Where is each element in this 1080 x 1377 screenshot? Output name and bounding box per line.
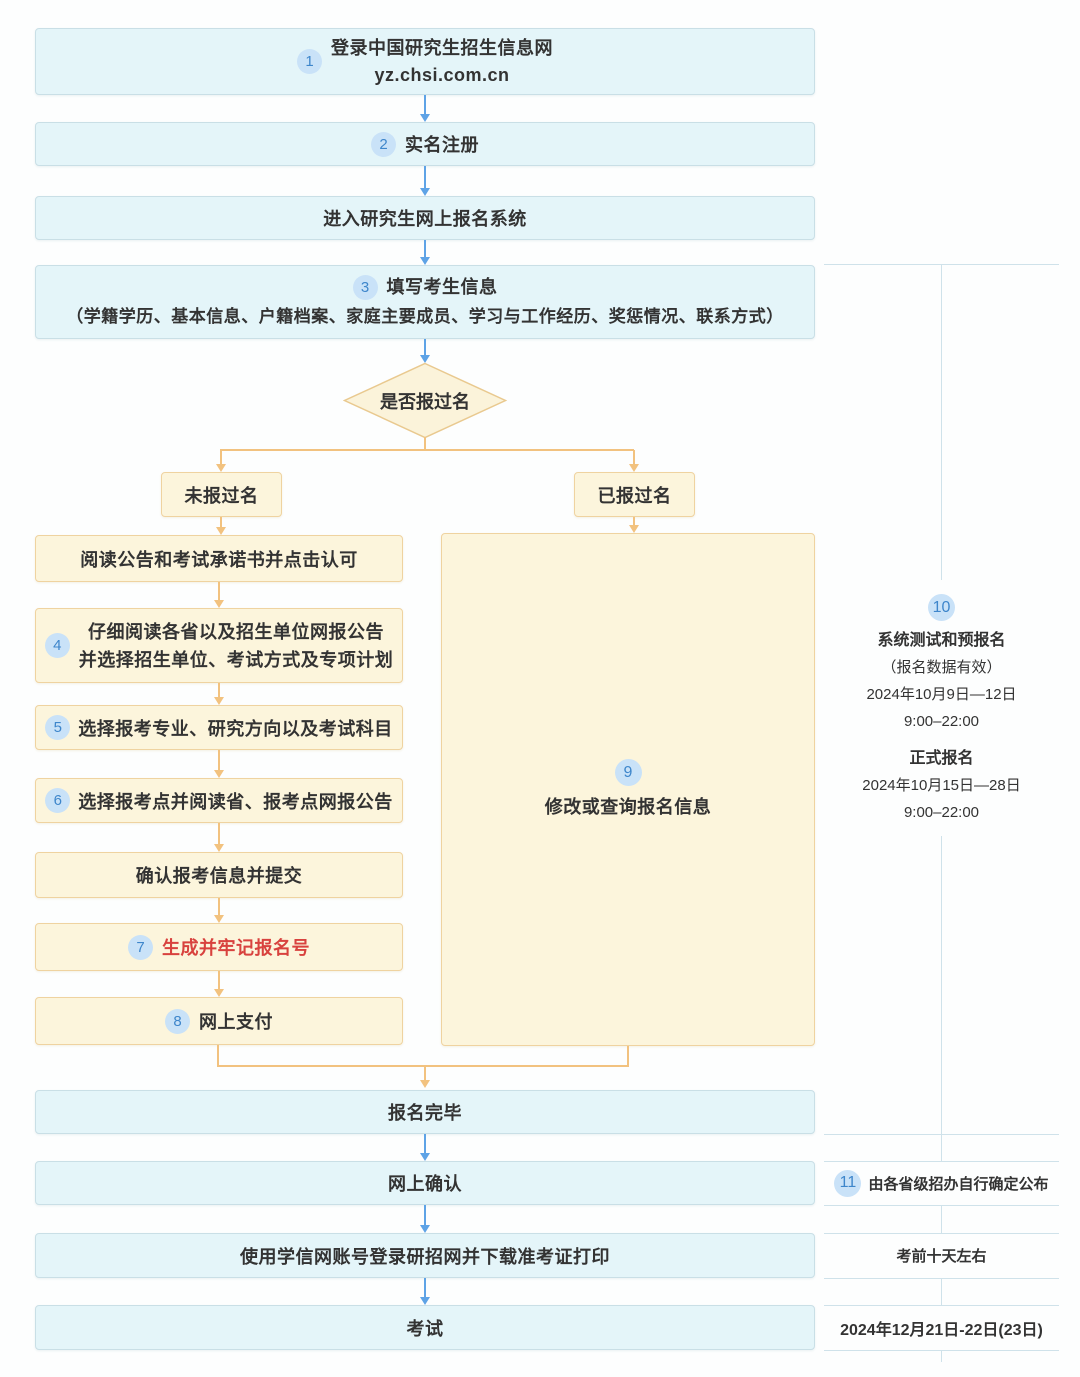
step1-content: 1 登录中国研究生招生信息网 yz.chsi.com.cn: [297, 35, 553, 89]
step6-label: 选择报考点并阅读省、报考点网报公告: [78, 791, 393, 812]
step9-badge: 9: [614, 758, 642, 786]
arrow-down: [419, 95, 431, 122]
step4-line2: 并选择招生单位、考试方式及专项计划: [78, 649, 394, 670]
enter-system-label: 进入研究生网上报名系统: [323, 209, 527, 229]
step7-label: 生成并牢记报名号: [162, 938, 310, 958]
timeline-line: [941, 1205, 942, 1233]
step11-label: 由各省级招办自行确定公布: [868, 1175, 1049, 1193]
arrow-down: [419, 1066, 431, 1088]
connector-line: [217, 1065, 629, 1067]
step1-login-box: 1 登录中国研究生招生信息网 yz.chsi.com.cn: [35, 28, 815, 95]
arrow-down: [419, 1278, 431, 1305]
step4-line1: 仔细阅读各省以及招生单位网报公告: [88, 621, 384, 642]
download-ticket-box: 使用学信网账号登录研招网并下载准考证打印: [35, 1233, 815, 1278]
arrow-down: [419, 166, 431, 196]
online-confirm-box: 网上确认: [35, 1161, 815, 1205]
step10-pre-date: 2024年10月9日—12日: [866, 686, 1017, 703]
step8-badge: 8: [165, 1008, 190, 1034]
step10-formal-date: 2024年10月15日—28日: [862, 777, 1021, 794]
confirm-submit-label: 确认报考信息并提交: [135, 866, 303, 886]
step10-pre-time: 9:00–22:00: [903, 713, 980, 730]
step4-read-select-box: 4 仔细阅读各省以及招生单位网报公告 并选择招生单位、考试方式及专项计划: [35, 608, 403, 683]
step8-label: 网上支付: [199, 1012, 273, 1032]
connector-line: [424, 437, 426, 450]
step11-block: 11 由各省级招办自行确定公布: [823, 1161, 1060, 1205]
step10-note: （报名数据有效）: [881, 659, 1002, 676]
step11-badge: 11: [834, 1169, 862, 1197]
branch-yes-box: 已报过名: [574, 472, 695, 517]
branch-no-label: 未报过名: [184, 485, 259, 506]
step3-line1: 填写考生信息: [386, 277, 498, 297]
step2-badge: 2: [371, 131, 396, 157]
read-notice-label: 阅读公告和考试承诺书并点击认可: [80, 549, 358, 570]
timeline-divider: [824, 1233, 1059, 1234]
step1-line1: 登录中国研究生招生信息网: [331, 37, 553, 58]
exam-label: 考试: [406, 1318, 444, 1339]
step10-badge: 10: [928, 594, 955, 621]
arrow-down: [213, 898, 225, 923]
timeline-line: [941, 836, 942, 1134]
download-ticket-label: 使用学信网账号登录研招网并下载准考证打印: [240, 1246, 610, 1267]
step7-badge: 7: [128, 934, 153, 960]
step7-number-box: 7 生成并牢记报名号: [35, 923, 403, 971]
online-confirm-label: 网上确认: [388, 1174, 462, 1194]
connector-line: [220, 449, 634, 451]
confirm-time-block: 考前十天左右: [823, 1233, 1060, 1278]
step5-major-box: 5 选择报考专业、研究方向以及考试科目: [35, 705, 403, 750]
branch-no-box: 未报过名: [161, 472, 282, 517]
decision-label: 是否报过名: [380, 391, 470, 412]
exam-time-label: 2024年12月21日-22日(23日): [840, 1321, 1043, 1339]
exam-time-block: 2024年12月21日-22日(23日): [823, 1305, 1060, 1350]
exam-box: 考试: [35, 1305, 815, 1350]
arrow-down: [215, 517, 227, 535]
branch-yes-label: 已报过名: [597, 485, 672, 506]
arrow-down: [419, 339, 431, 363]
step4-badge: 4: [44, 633, 70, 658]
timeline-line: [941, 1350, 942, 1362]
connector-line: [217, 1045, 219, 1067]
step9-label: 修改或查询报名信息: [544, 796, 712, 817]
step2-register-box: 2 实名注册: [35, 122, 815, 166]
step10-formal-title: 正式报名: [909, 750, 974, 767]
arrow-down: [419, 1134, 431, 1161]
confirm-time-label: 考前十天左右: [896, 1248, 987, 1265]
step6-badge: 6: [45, 788, 71, 813]
step10-block: 10 系统测试和预报名 （报名数据有效） 2024年10月9日—12日 9:00…: [823, 594, 1060, 826]
arrow-down: [213, 582, 225, 608]
step10-formal-time: 9:00–22:00: [903, 804, 980, 821]
arrow-down: [215, 450, 227, 472]
step9-modify-box: 9 修改或查询报名信息: [441, 533, 815, 1046]
timeline-line: [941, 1134, 942, 1161]
arrow-down: [213, 683, 225, 705]
step5-label: 选择报考专业、研究方向以及考试科目: [78, 718, 393, 739]
step1-line2: yz.chsi.com.cn: [374, 64, 510, 85]
step1-badge: 1: [297, 49, 322, 74]
step3-fill-info-box: 3 填写考生信息 （学籍学历、基本信息、户籍档案、家庭主要成员、学习与工作经历、…: [35, 265, 815, 339]
read-notice-box: 阅读公告和考试承诺书并点击认可: [35, 535, 403, 582]
step8-pay-box: 8 网上支付: [35, 997, 403, 1045]
decision-diamond: 是否报过名: [342, 362, 508, 439]
arrow-down: [419, 1205, 431, 1233]
step2-label: 实名注册: [405, 135, 479, 155]
timeline-divider: [824, 1161, 1059, 1162]
finish-box: 报名完毕: [35, 1090, 815, 1134]
step5-badge: 5: [45, 715, 71, 740]
step6-site-box: 6 选择报考点并阅读省、报考点网报公告: [35, 778, 403, 823]
timeline-divider: [824, 1305, 1059, 1306]
timeline-line: [941, 264, 942, 580]
arrow-down: [213, 750, 225, 778]
confirm-submit-box: 确认报考信息并提交: [35, 852, 403, 898]
arrow-down: [213, 823, 225, 852]
enter-system-box: 进入研究生网上报名系统: [35, 196, 815, 240]
step10-title: 系统测试和预报名: [877, 632, 1006, 649]
finish-label: 报名完毕: [388, 1103, 462, 1123]
arrow-down: [213, 971, 225, 997]
connector-line: [627, 1046, 629, 1067]
step3-line2: （学籍学历、基本信息、户籍档案、家庭主要成员、学习与工作经历、奖惩情况、联系方式…: [66, 307, 784, 326]
arrow-down: [628, 450, 640, 472]
arrow-down: [628, 517, 640, 533]
step3-badge: 3: [352, 275, 378, 300]
arrow-down: [419, 240, 431, 265]
timeline-line: [941, 1278, 942, 1305]
